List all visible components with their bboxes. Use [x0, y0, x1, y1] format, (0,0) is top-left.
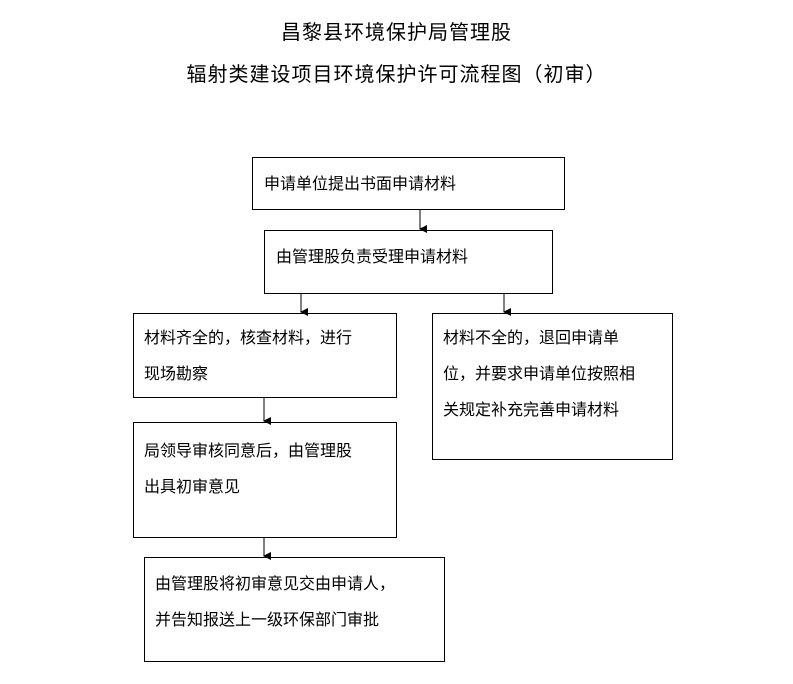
- page-title: 昌黎县环境保护局管理股: [281, 20, 512, 44]
- step-materials-incomplete-box: 材料不全的，退回申请单 位，并要求申请单位按照相 关规定补充完善申请材料: [432, 313, 673, 460]
- step-leader-review-box: 局领导审核同意后，由管理股 出具初审意见: [133, 422, 397, 538]
- page-subtitle: 辐射类建设项目环境保护许可流程图（初审）: [186, 62, 607, 86]
- step-materials-complete-box: 材料齐全的，核查材料，进行 现场勘察: [133, 313, 397, 398]
- step-submit-application-box: 申请单位提出书面申请材料: [252, 157, 565, 210]
- step-materials-incomplete-text: 材料不全的，退回申请单 位，并要求申请单位按照相 关规定补充完善申请材料: [443, 328, 636, 419]
- step-leader-review-text: 局领导审核同意后，由管理股 出具初审意见: [144, 441, 353, 496]
- step-accept-materials-text: 由管理股负责受理申请材料: [276, 247, 469, 266]
- step-accept-materials-box: 由管理股负责受理申请材料: [264, 230, 553, 294]
- step-deliver-opinion-box: 由管理股将初审意见交由申请人， 并告知报送上一级环保部门审批: [144, 557, 445, 662]
- step-submit-application-text: 申请单位提出书面申请材料: [264, 174, 457, 193]
- step-materials-complete-text: 材料齐全的，核查材料，进行 现场勘察: [144, 328, 353, 383]
- step-deliver-opinion-text: 由管理股将初审意见交由申请人， 并告知报送上一级环保部门审批: [155, 574, 396, 629]
